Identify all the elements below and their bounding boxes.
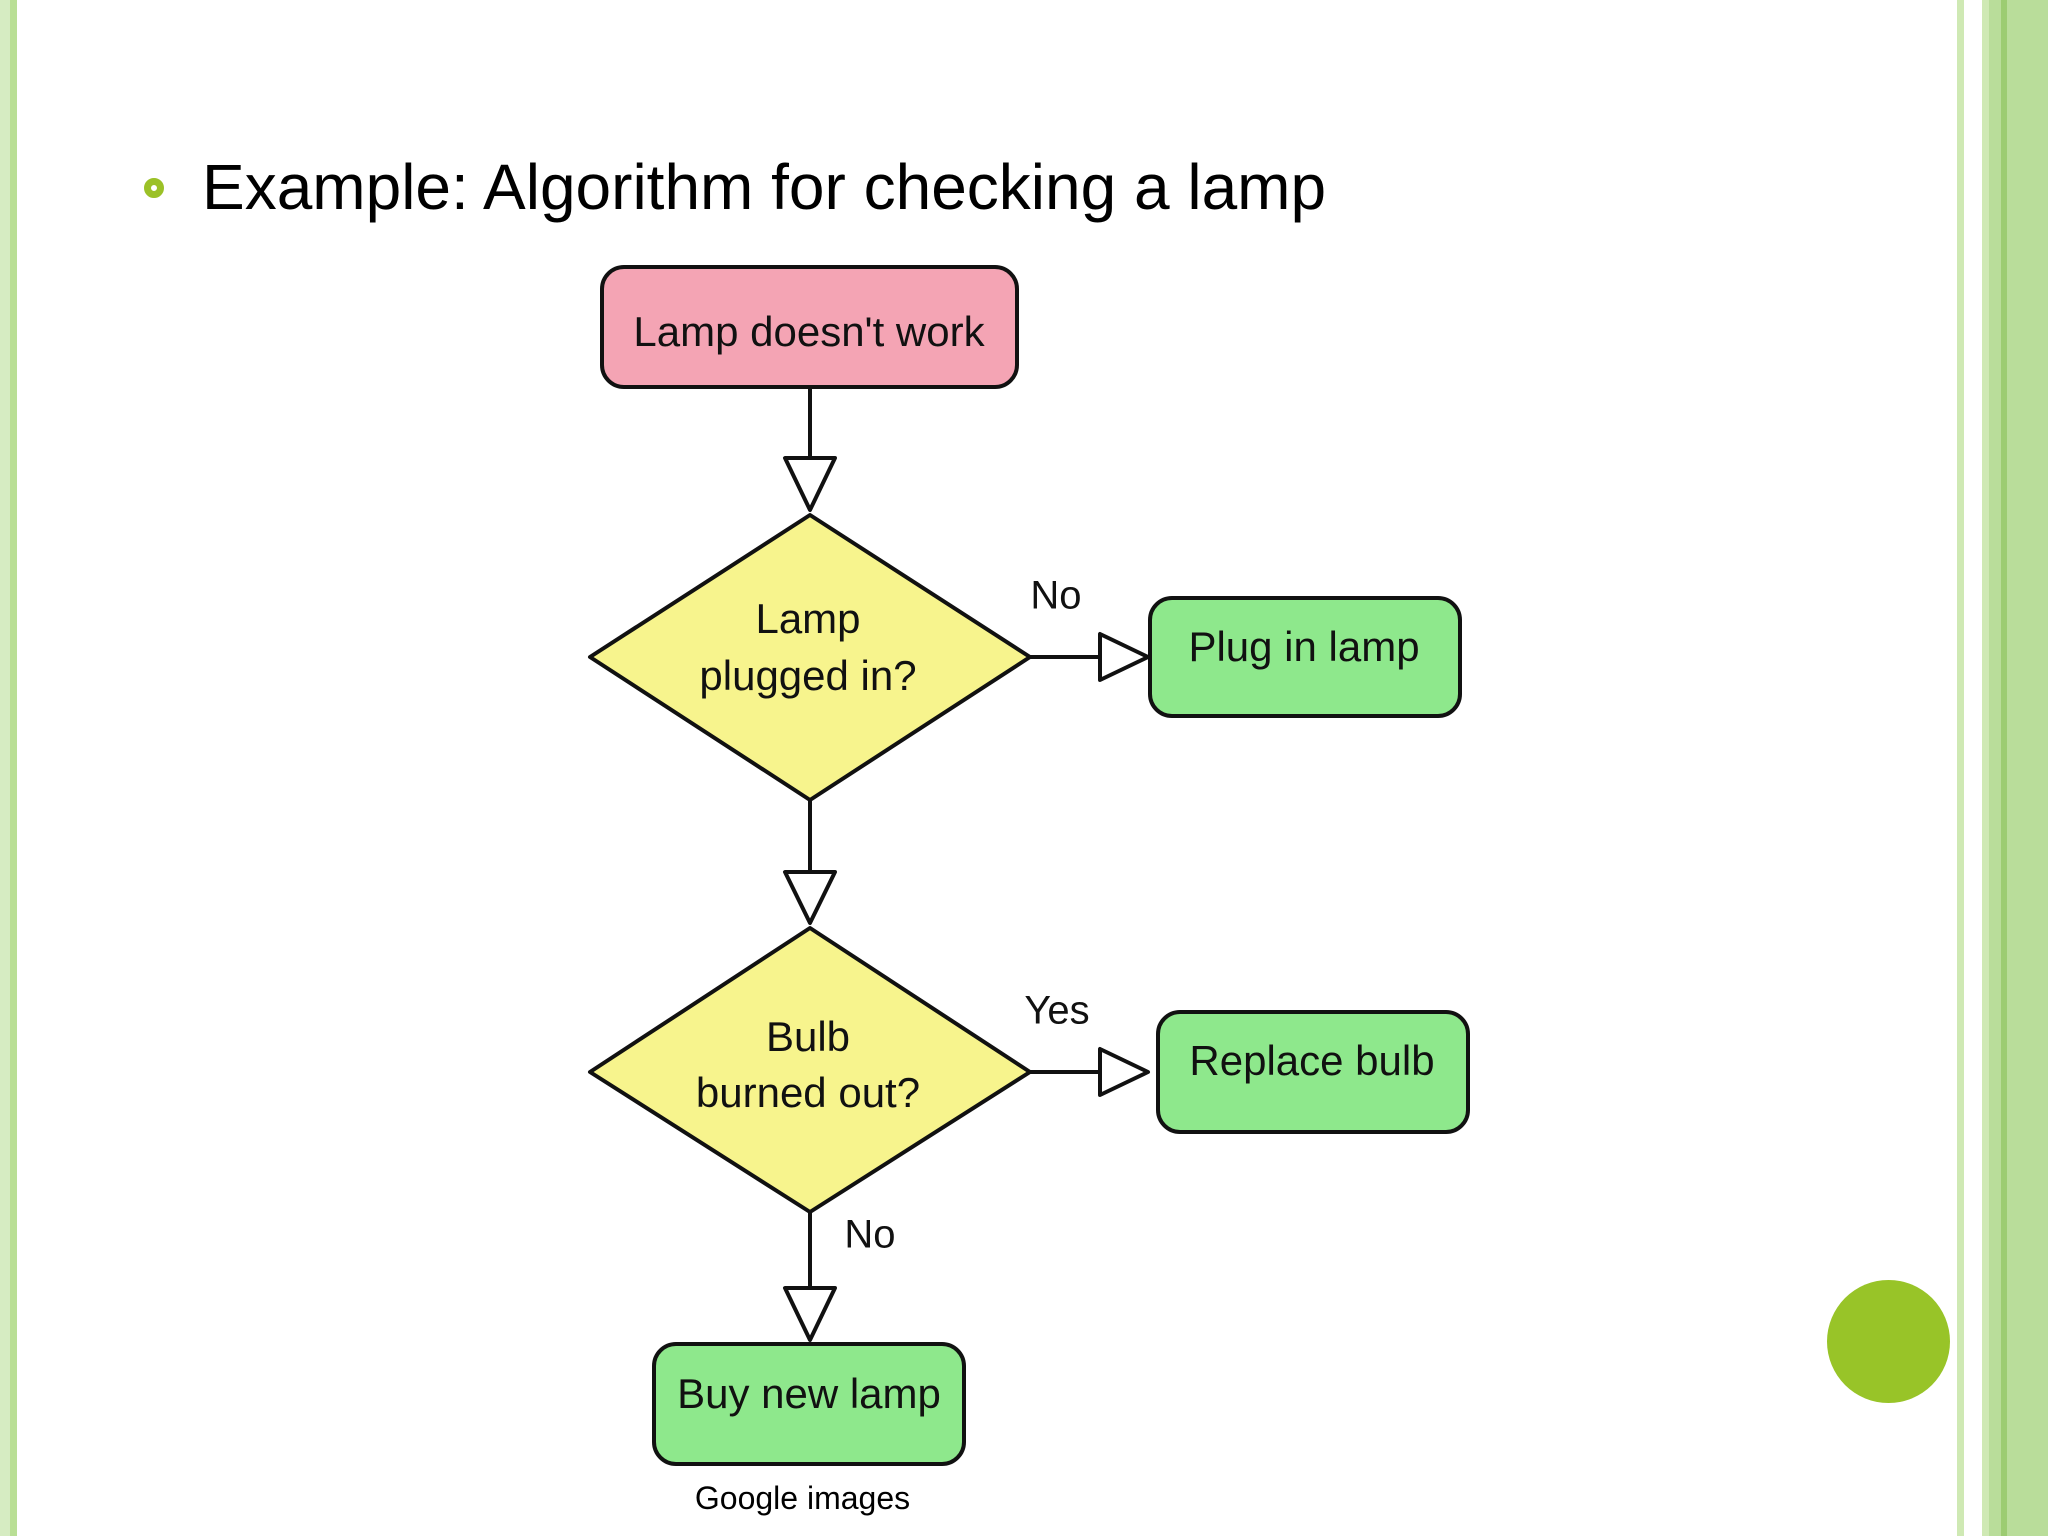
decision1-no-label: No [1030, 574, 1081, 618]
decorative-green-circle [1827, 1280, 1950, 1403]
slide-right-border-gap [1964, 0, 1982, 1536]
arrowhead-down-2 [783, 870, 837, 925]
start-node-label: Lamp doesn't work [633, 308, 985, 355]
arrowhead-down-3 [783, 1286, 837, 1342]
arrowhead-right-1 [1098, 632, 1150, 682]
action1-label: Plug in lamp [1188, 623, 1419, 670]
decision1-label-line1: Lamp [755, 595, 860, 642]
flowchart: Lamp doesn't work Lamp plugged in? No Pl… [588, 265, 1470, 1466]
arrowhead-right-2 [1098, 1047, 1150, 1097]
decision2-label-line1: Bulb [766, 1013, 850, 1060]
action-node-buy-new-lamp [652, 1342, 966, 1466]
slide-right-border-stripe [1957, 0, 1964, 1536]
slide-title: Example: Algorithm for checking a lamp [202, 151, 1327, 223]
decision2-yes-label: Yes [1024, 989, 1089, 1033]
decision2-no-label: No [844, 1213, 895, 1257]
start-node [600, 265, 1019, 389]
decision1-label-line2: plugged in? [699, 652, 916, 699]
action-node-plug-in-lamp [1148, 596, 1462, 718]
arrowhead-down-1 [783, 456, 837, 512]
slide-right-border-stripe-2 [1982, 0, 1989, 1536]
action2-label: Replace bulb [1189, 1037, 1434, 1084]
decision-node-bulb-burned [588, 926, 1032, 1214]
action-node-replace-bulb [1156, 1010, 1470, 1134]
decision2-label-line2: burned out? [696, 1069, 920, 1116]
slide-right-border-band [1989, 0, 2048, 1536]
image-caption: Google images [694, 1480, 911, 1516]
slide-left-border [0, 0, 17, 1536]
bullet-icon [144, 178, 164, 198]
decision-node-lamp-plugged [588, 513, 1032, 802]
action3-label: Buy new lamp [677, 1370, 941, 1417]
